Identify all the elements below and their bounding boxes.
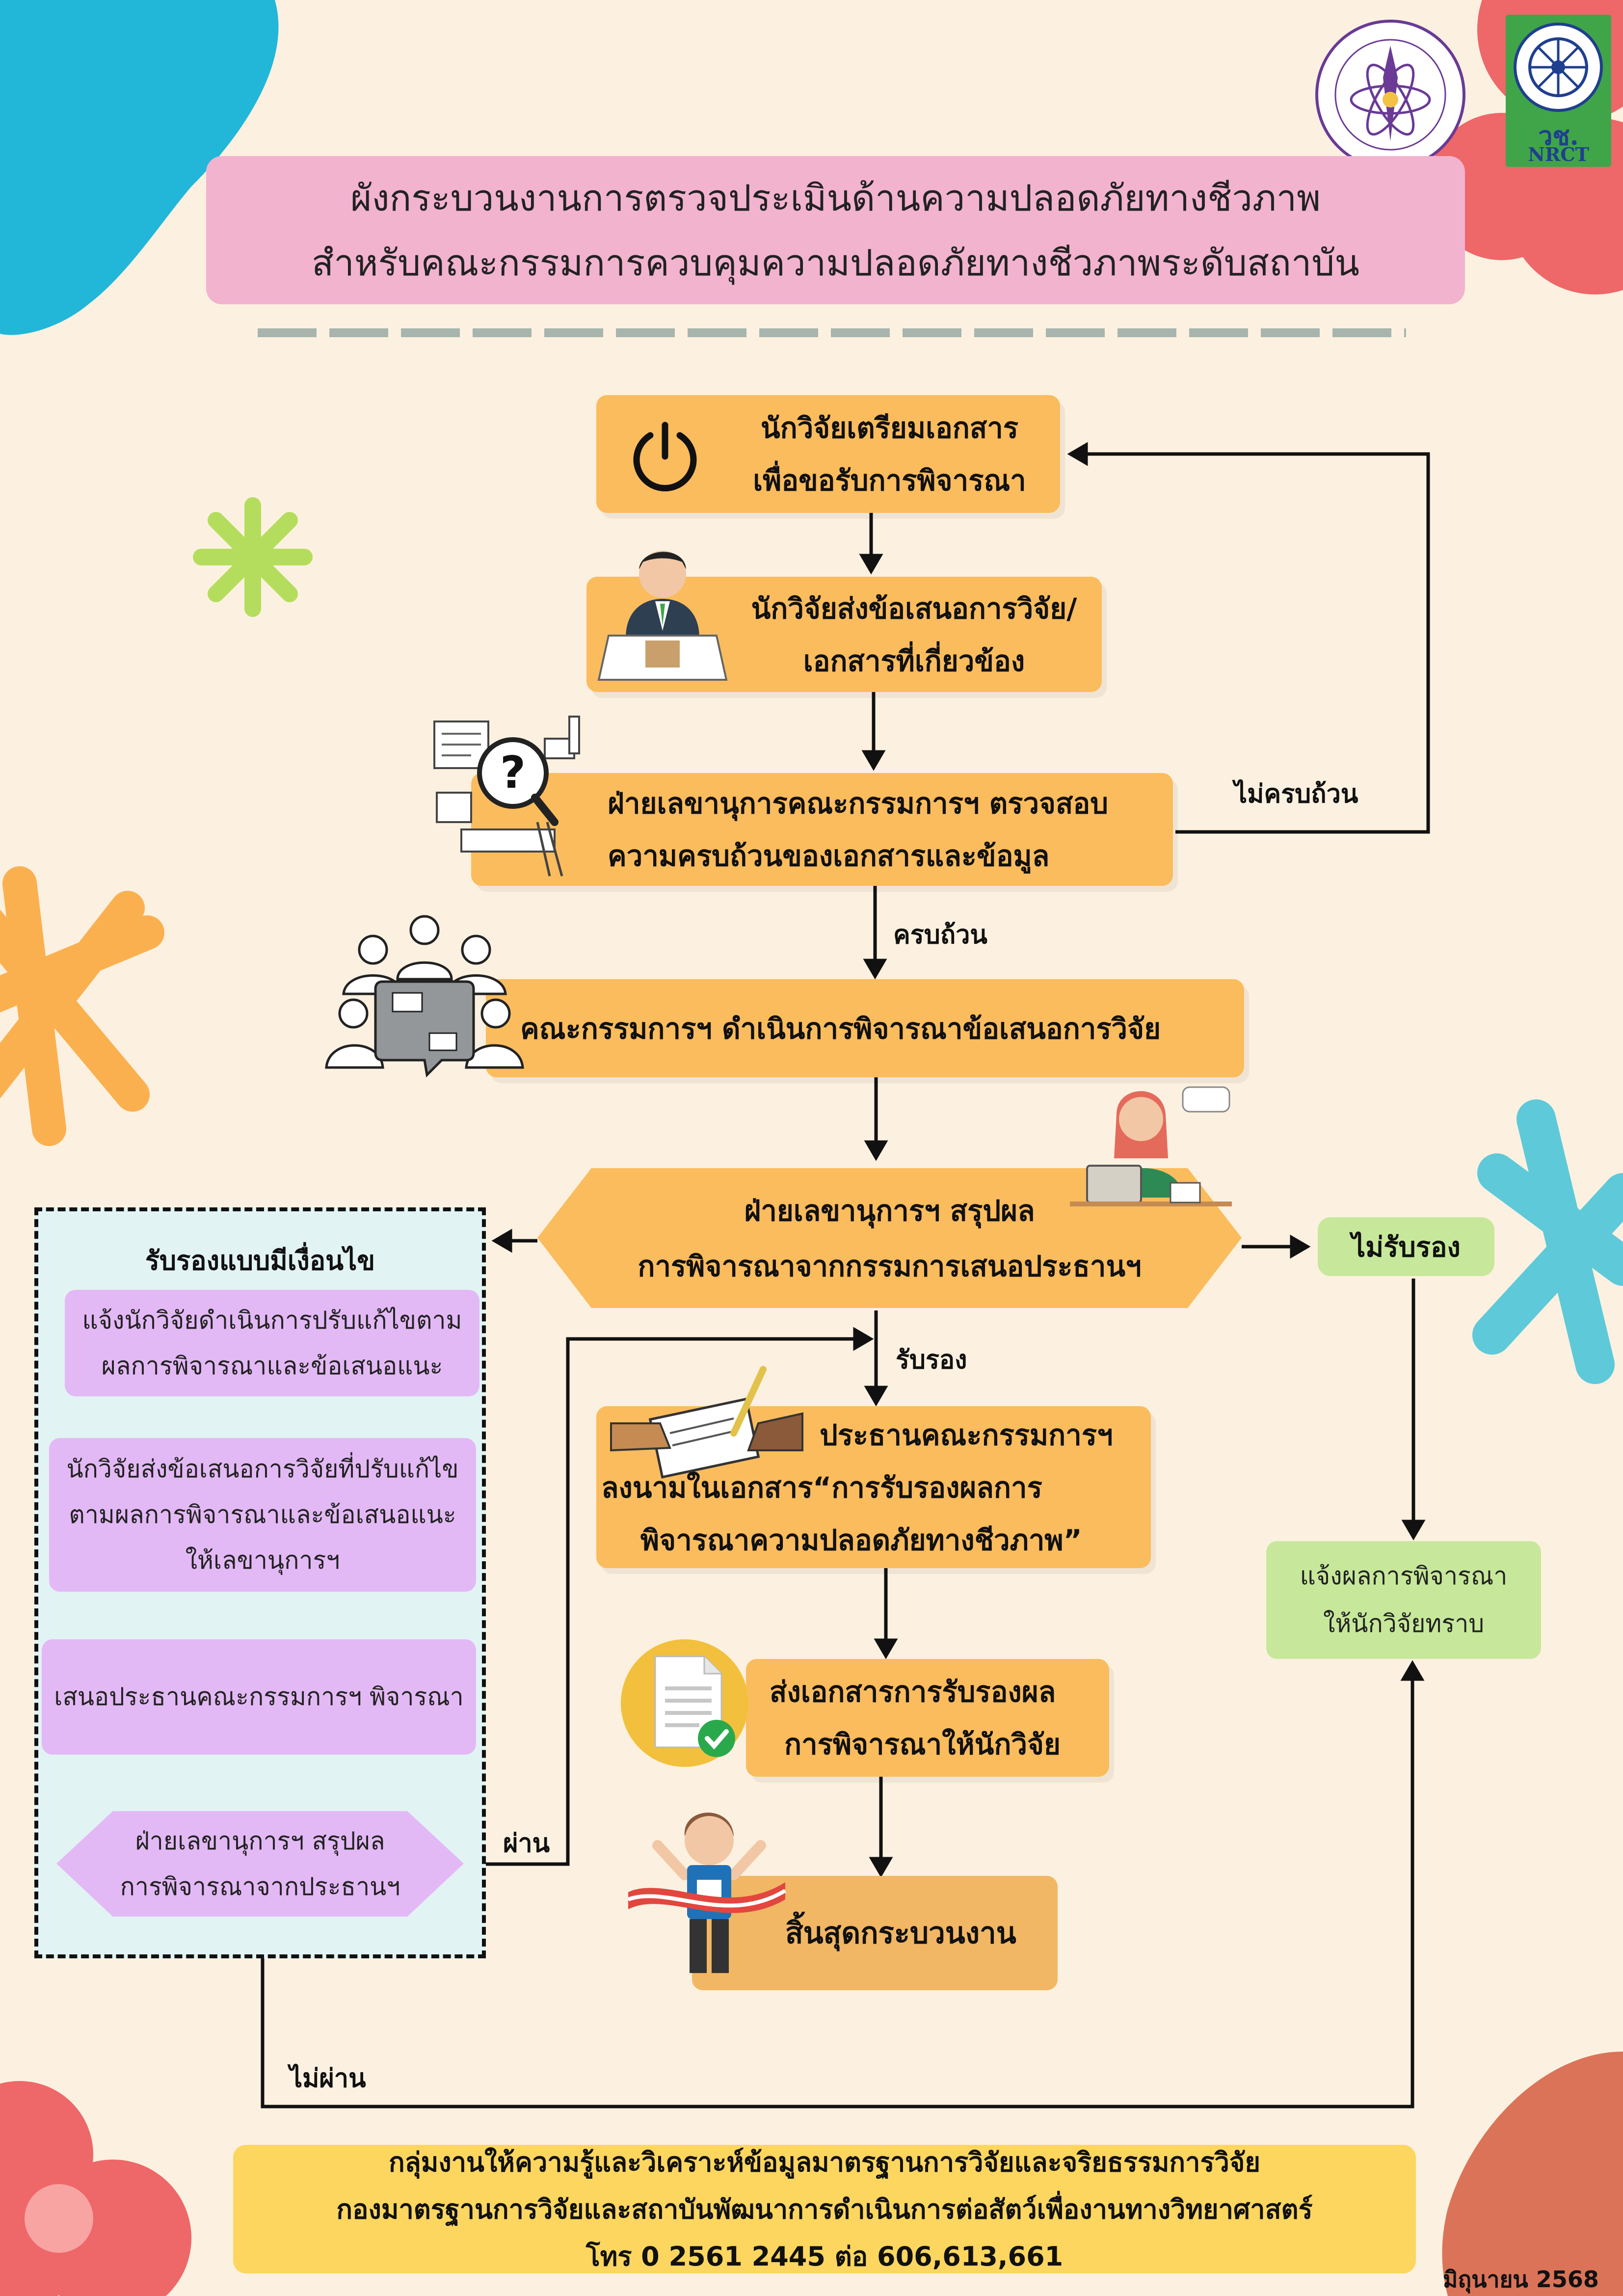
- cond-summary-hexagon-shape: [56, 1811, 464, 1917]
- label-fail: ไม่ผ่าน: [290, 2064, 366, 2093]
- cond1-line1: แจ้งนักวิจัยดำเนินการปรับแก้ไขตาม: [82, 1306, 462, 1335]
- step5-line1: ฝ่ายเลขานุการฯ สรุปผล: [744, 1194, 1035, 1228]
- cond-resubmit: นักวิจัยส่งข้อเสนอการวิจัยที่ปรับแก้ไข ต…: [49, 1438, 476, 1592]
- step3-line2: ความครบถ้วนของเอกสารและข้อมูล: [608, 839, 1050, 873]
- footer-line2: กองมาตรฐานการวิจัยและสถาบันพัฒนาการดำเนิ…: [336, 2194, 1313, 2225]
- label-complete: ครบถ้วน: [893, 920, 987, 950]
- footer-contact: กลุ่มงานให้ความรู้และวิเคราะห์ข้อมูลมาตร…: [233, 2145, 1416, 2273]
- step-secretariat-summary: ฝ่ายเลขานุการฯ สรุปผล การพิจารณาจากกรรมก…: [535, 1166, 1244, 1310]
- step6-line2: ลงนามในเอกสาร“การรับรองผลการ: [601, 1470, 1042, 1504]
- power-icon: [633, 422, 697, 492]
- footer-line1: กลุ่มงานให้ความรู้และวิเคราะห์ข้อมูลมาตร…: [388, 2147, 1261, 2178]
- step2-line1: นักวิจัยส่งข้อเสนอการวิจัย/: [751, 591, 1077, 625]
- step6-line1: ประธานคณะกรรมการฯ: [820, 1418, 1113, 1452]
- cond3-text: เสนอประธานคณะกรรมการฯ พิจารณา: [54, 1682, 464, 1711]
- step1-line2: เพื่อขอรับการพิจารณา: [753, 464, 1026, 497]
- step-chair-signs: ประธานคณะกรรมการฯ ลงนามในเอกสาร“การรับรอ…: [596, 1406, 1151, 1568]
- nrct-logo: วช. NRCT: [1506, 15, 1611, 167]
- step7-line1: ส่งเอกสารการรับรองผล: [770, 1675, 1056, 1709]
- label-incomplete: ไม่ครบถ้วน: [1234, 779, 1358, 809]
- reject-notify-box: แจ้งผลการพิจารณา ให้นักวิจัยทราบ: [1266, 1541, 1541, 1659]
- label-approve: รับรอง: [896, 1345, 967, 1375]
- svg-text:?: ?: [500, 747, 526, 799]
- meeting-icon: [325, 915, 524, 1077]
- runner-finish-icon: [628, 1813, 787, 1973]
- teal-asterisk: [1472, 1099, 1623, 1384]
- notify-line1: แจ้งผลการพิจารณา: [1300, 1562, 1508, 1590]
- arrow-fail-loop: [261, 1660, 1425, 2109]
- secretary-icon: [1070, 1086, 1232, 1206]
- step-prepare-documents: นักวิจัยเตรียมเอกสาร เพื่อขอรับการพิจารณ…: [596, 395, 1060, 513]
- reject-label: ไม่รับรอง: [1352, 1231, 1461, 1263]
- blue-blob-top-left: [0, 0, 279, 335]
- cond-secretariat-summary: ฝ่ายเลขานุการฯ สรุปผล การพิจารณาจากประธา…: [54, 1809, 466, 1919]
- step8-text: สิ้นสุดกระบวนงาน: [785, 1916, 1016, 1950]
- arrow-pass-loop: [466, 1327, 874, 1866]
- step-summary-hexagon-shape: [537, 1168, 1242, 1308]
- step4-text: คณะกรรมการฯ ดำเนินการพิจารณาข้อเสนอการวิ…: [520, 1012, 1161, 1045]
- cond2-line1: นักวิจัยส่งข้อเสนอการวิจัยที่ปรับแก้ไข: [66, 1455, 459, 1483]
- cond-notify-revise: แจ้งนักวิจัยดำเนินการปรับแก้ไขตาม ผลการพ…: [65, 1290, 479, 1396]
- label-pass: ผ่าน: [503, 1829, 550, 1858]
- nrct-wheel-icon: [1514, 23, 1603, 112]
- step2-line2: เอกสารที่เกี่ยวข้อง: [803, 644, 1025, 678]
- nrct-english-abbrev: NRCT: [1528, 143, 1589, 165]
- researcher-icon: [597, 551, 728, 681]
- footer-line3: โทร 0 2561 2445 ต่อ 606,613,661: [585, 2241, 1064, 2272]
- step-committee-review: คณะกรรมการฯ ดำเนินการพิจารณาข้อเสนอการวิ…: [486, 979, 1244, 1077]
- step3-line1: ฝ่ายเลขานุการคณะกรรมการฯ ตรวจสอบ: [608, 787, 1109, 820]
- ministry-seal-logo: [1315, 20, 1465, 170]
- cond4-line1: ฝ่ายเลขานุการฯ สรุปผล: [135, 1826, 385, 1855]
- cond2-line2: ตามผลการพิจารณาและข้อเสนอแนะ: [69, 1500, 456, 1529]
- step-send-certificate: ส่งเอกสารการรับรองผล การพิจารณาให้นักวิจ…: [746, 1659, 1109, 1777]
- step-end-process: สิ้นสุดกระบวนงาน: [692, 1876, 1058, 1990]
- flower-center-bottom-left: [25, 2184, 93, 2253]
- cond-propose-chair: เสนอประธานคณะกรรมการฯ พิจารณา: [42, 1639, 476, 1755]
- conditional-title: รับรองแบบมีเงื่อนไข: [145, 1245, 375, 1276]
- salmon-blob-bottom-right: [1442, 2052, 1623, 2296]
- page-title: ผังกระบวนงานการตรวจประเมินด้านความปลอดภั…: [206, 156, 1465, 304]
- title-line-2: สำหรับคณะกรรมการควบคุมความปลอดภัยทางชีวภ…: [312, 242, 1359, 284]
- step5-line2: การพิจารณาจากกรรมการเสนอประธานฯ: [638, 1249, 1142, 1283]
- cond2-line3: ให้เลขานุการฯ: [185, 1546, 340, 1575]
- green-asterisk: [193, 497, 313, 617]
- notify-line2: ให้นักวิจัยทราบ: [1323, 1609, 1485, 1638]
- signing-hands-icon: [610, 1366, 803, 1479]
- publish-date: มิถุนายน 2568: [1443, 2266, 1599, 2293]
- magnifier-question-icon: ?: [433, 716, 580, 877]
- step-check-completeness: ฝ่ายเลขานุการคณะกรรมการฯ ตรวจสอบ ความครบ…: [471, 773, 1173, 886]
- orange-asterisk: [0, 866, 164, 1146]
- step6-line3: พิจารณาความปลอดภัยทางชีวภาพ”: [640, 1523, 1082, 1557]
- document-check-icon: [621, 1639, 748, 1767]
- arrow-incomplete-loop: [1067, 442, 1430, 834]
- step1-line1: นักวิจัยเตรียมเอกสาร: [760, 411, 1019, 445]
- title-line-1: ผังกระบวนงานการตรวจประเมินด้านความปลอดภั…: [350, 177, 1321, 219]
- step7-line2: การพิจารณาให้นักวิจัย: [784, 1728, 1061, 1761]
- cond4-line2: การพิจารณาจากประธานฯ: [120, 1872, 400, 1901]
- nrct-thai-abbrev: วช.: [1538, 121, 1579, 151]
- cond1-line2: ผลการพิจารณาและข้อเสนอแนะ: [101, 1351, 443, 1380]
- dashed-divider: [258, 328, 1406, 337]
- reject-label-box: ไม่รับรอง: [1318, 1217, 1494, 1276]
